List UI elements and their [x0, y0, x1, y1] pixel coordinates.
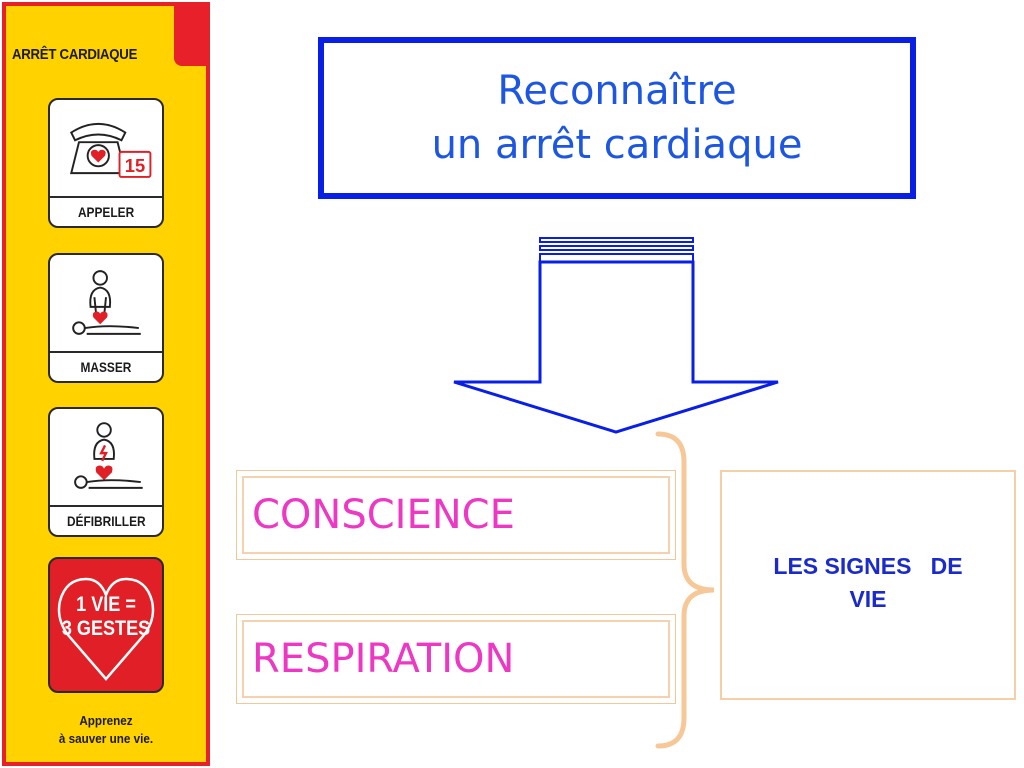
phone-15-icon: 15 — [69, 122, 152, 178]
sidebar-corner-tab — [174, 6, 210, 66]
sign-respiration-text: RESPIRATION — [242, 620, 670, 698]
title-line-2: un arrêt cardiaque — [431, 122, 803, 168]
heart-slogan: 1 VIE = 3 GESTES — [61, 593, 151, 640]
card-call: 15 APPELER — [48, 98, 164, 228]
cpr-massage-icon — [72, 270, 141, 335]
cardiac-arrest-sidebar: ARRÊT CARDIAQUE 15 APPELER MASSER — [2, 2, 210, 766]
sign-box-conscience: CONSCIENCE — [236, 470, 676, 560]
down-arrow — [453, 237, 779, 434]
sign-conscience-text: CONSCIENCE — [242, 476, 670, 554]
sign-box-respiration: RESPIRATION — [236, 614, 676, 704]
sidebar-footer: Apprenez à sauver une vie. — [58, 713, 154, 746]
card-massage: MASSER — [48, 253, 164, 383]
card-defibrillate: DÉFIBRILLER — [48, 407, 164, 537]
title-box: Reconnaître un arrêt cardiaque — [318, 37, 916, 199]
defibrillator-icon — [74, 422, 143, 489]
right-curly-brace — [655, 431, 715, 749]
sidebar-title: ARRÊT CARDIAQUE — [12, 46, 138, 63]
vital-signs-box: LES SIGNES DE VIE — [720, 470, 1016, 700]
card-call-label: APPELER — [50, 196, 162, 226]
title-line-1: Reconnaître — [497, 68, 737, 114]
phone-badge-number: 15 — [125, 155, 145, 176]
heart-outline-icon — [57, 577, 155, 681]
heart-card: 1 VIE = 3 GESTES — [48, 557, 164, 693]
card-massage-label: MASSER — [50, 351, 162, 381]
card-defibrillate-label: DÉFIBRILLER — [50, 505, 162, 535]
vital-signs-text: LES SIGNES DE VIE — [773, 553, 963, 612]
